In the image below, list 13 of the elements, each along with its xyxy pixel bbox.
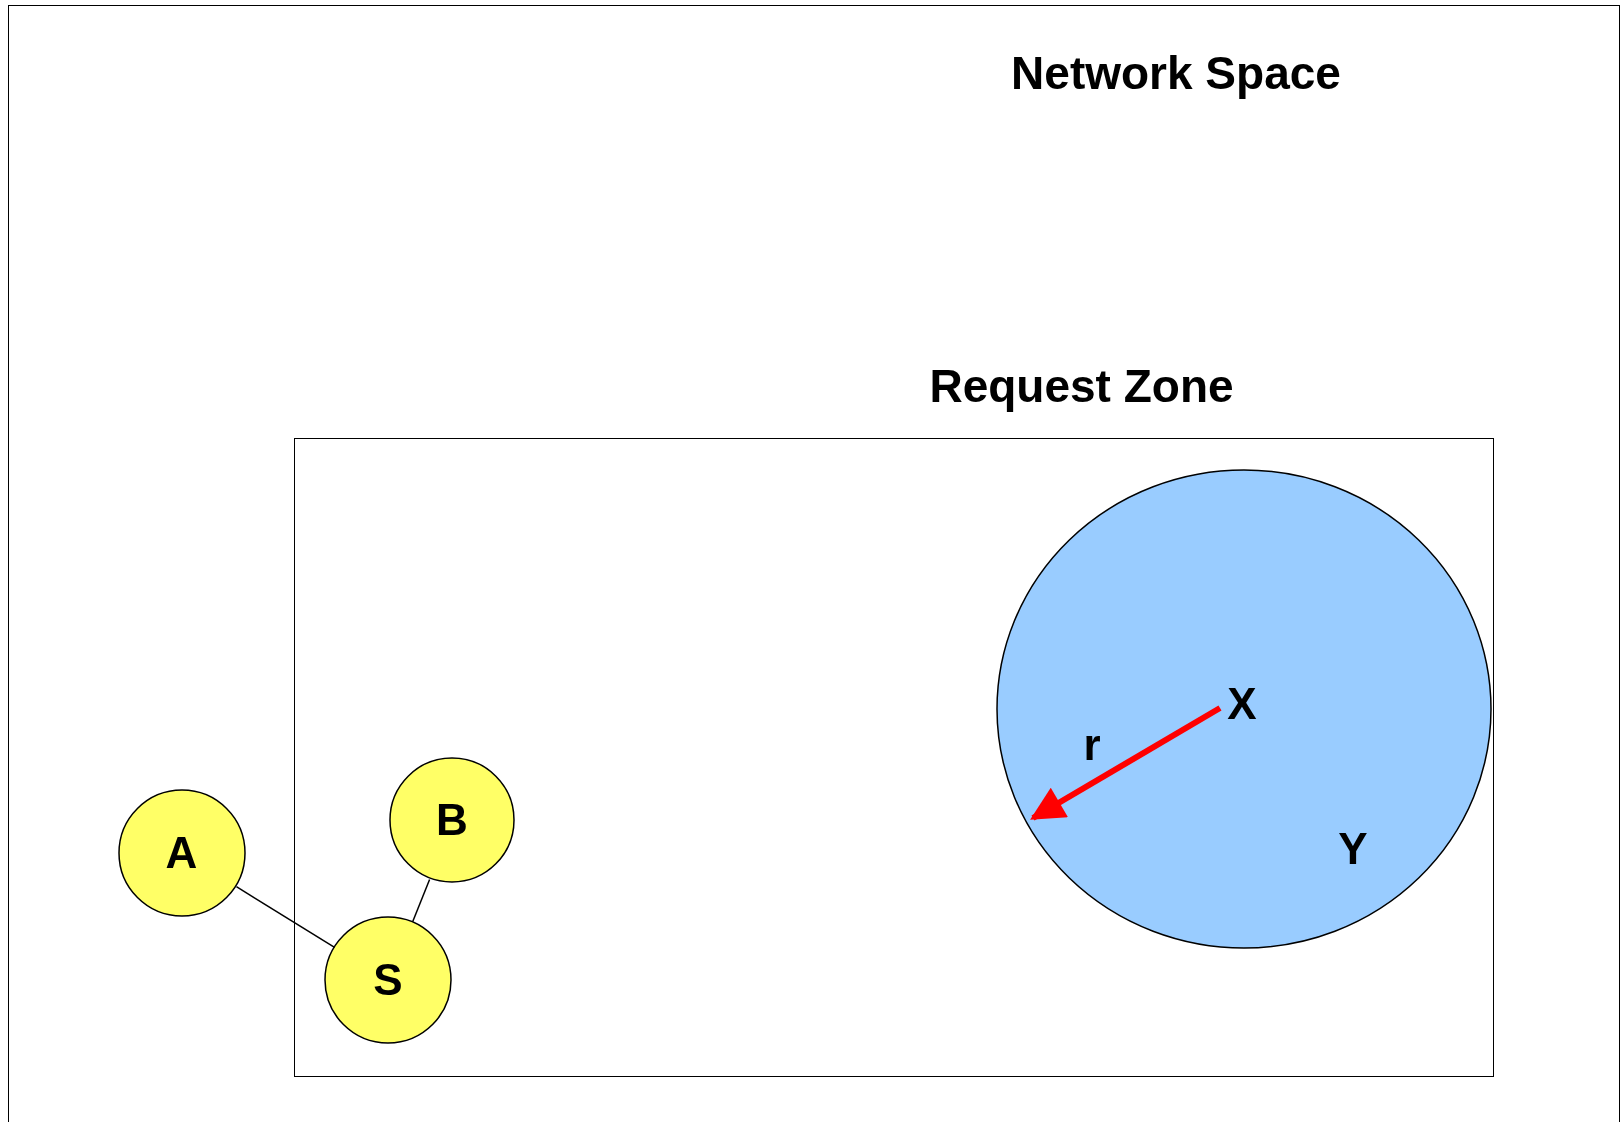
node-label: B	[436, 798, 468, 842]
node-label: A	[165, 830, 198, 875]
coverage-circle	[996, 469, 1492, 949]
node-circle	[324, 916, 452, 1044]
node-circle	[389, 757, 515, 883]
node-circle	[117, 788, 246, 917]
connector-line	[235, 885, 336, 949]
network-space-frame	[8, 5, 1620, 1122]
point-label: Y	[1338, 827, 1368, 871]
dimension-label: r	[1083, 723, 1101, 767]
node-label: S	[373, 958, 403, 1002]
connector-line	[412, 878, 431, 923]
point-label: X	[1227, 682, 1257, 726]
